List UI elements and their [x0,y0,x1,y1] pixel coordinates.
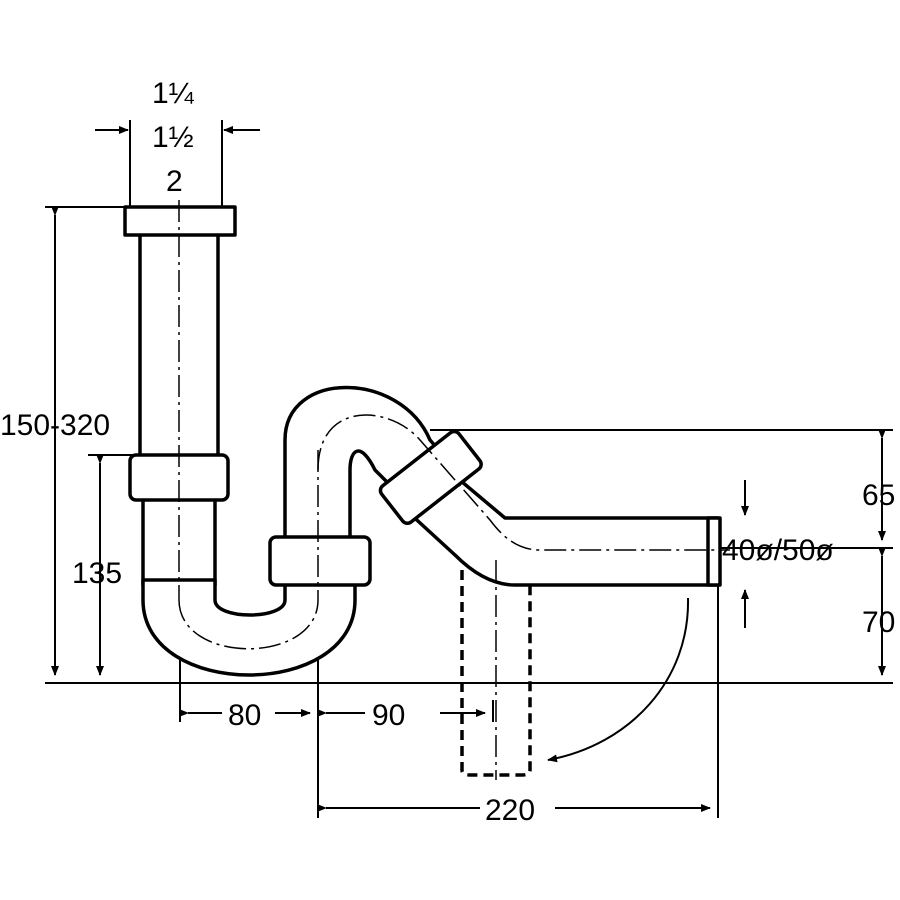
height-range-label: 150-320 [0,409,110,442]
width-220-label: 220 [485,794,535,827]
siphon-body [123,205,722,677]
width-90-label: 90 [372,699,405,732]
height-70-label: 70 [862,606,895,639]
height-65-label: 65 [862,479,895,512]
alternative-outlet [460,570,532,777]
outlet-diameter-label: 40ø/50ø [722,534,834,567]
thread-size-2: 1½ [152,121,194,154]
width-80-label: 80 [228,699,261,732]
thread-size-3: 2 [166,165,183,198]
thread-size-1: 1¼ [152,77,195,110]
height-135-label: 135 [72,557,122,590]
centre-lines [178,200,730,780]
rotation-arrow [547,597,690,763]
